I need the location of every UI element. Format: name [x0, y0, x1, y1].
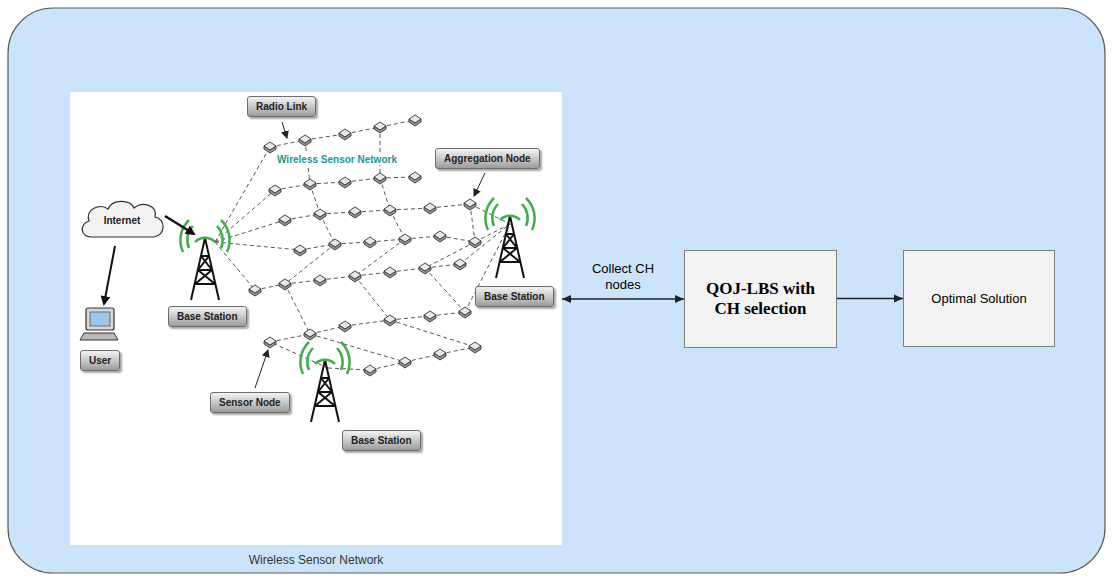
- tower-symbol: [300, 342, 349, 422]
- sensor-icon: [349, 207, 361, 218]
- node-text: Aggregation Node: [444, 153, 531, 164]
- sensor-icon: [264, 337, 276, 348]
- radio-link: [380, 127, 381, 178]
- callout-box: User: [80, 350, 120, 371]
- tower-symbol: [485, 198, 534, 278]
- outer-panel: [8, 8, 1105, 573]
- radio-link: [345, 320, 390, 326]
- node-text: Internet: [104, 215, 141, 226]
- callout-box: Aggregation Node: [435, 148, 540, 169]
- sensor-icon: [409, 115, 421, 126]
- flow-arrow: [562, 298, 684, 299]
- node-text: Sensor Node: [219, 397, 281, 408]
- sensor-icon: [279, 215, 291, 226]
- radio-link: [285, 284, 310, 334]
- sensor-icon: [299, 135, 311, 146]
- radio-link: [270, 342, 328, 368]
- callout-box: Base Station: [168, 306, 247, 327]
- callout-box: Sensor Node: [210, 392, 290, 413]
- sensor-icon: [269, 185, 281, 196]
- node-text: User: [89, 355, 111, 366]
- radio-link: [355, 276, 390, 320]
- sensor-icon: [384, 267, 396, 278]
- radio-link: [215, 190, 275, 242]
- sensor-icon: [374, 173, 386, 184]
- sensor-icon: [339, 321, 351, 332]
- radio-link: [460, 224, 510, 264]
- radio-link: [215, 242, 255, 290]
- sensor-icon: [424, 311, 436, 322]
- sensor-icon: [469, 342, 481, 353]
- sensor-icon: [419, 263, 431, 274]
- sensor-icon: [304, 329, 316, 340]
- radio-link: [470, 204, 510, 224]
- node-text: Optimal Solution: [931, 291, 1026, 306]
- sensor-icon: [454, 259, 466, 270]
- radio-link: [425, 268, 465, 312]
- internet-cloud: Internet: [78, 197, 166, 243]
- sensor-icon: [339, 177, 351, 188]
- tower-symbol: [180, 220, 229, 300]
- node-text: QOJ-LBS with CH selection: [693, 279, 828, 320]
- sensor-icon: [409, 172, 421, 183]
- sensor-icon: [459, 307, 471, 318]
- process-box: QOJ-LBS with CH selection: [684, 250, 837, 348]
- sensor-icon: [339, 129, 351, 140]
- sensor-icon: [464, 199, 476, 210]
- radio-link: [310, 334, 405, 362]
- sensor-icon: [364, 237, 376, 248]
- leader-line: [255, 350, 268, 388]
- sensor-icon: [279, 279, 291, 290]
- sensor-icon: [249, 285, 261, 296]
- sensor-icon: [384, 205, 396, 216]
- leader-line: [282, 122, 287, 138]
- sensor-icon: [329, 239, 341, 250]
- node-text: Base Station: [177, 311, 238, 322]
- sensor-icon: [349, 271, 361, 282]
- radio-link: [390, 320, 475, 347]
- node-text: Base Station: [351, 435, 412, 446]
- sensor-icon: [469, 237, 481, 248]
- sensor-icon: [314, 275, 326, 286]
- sensor-icon: [374, 122, 386, 133]
- sensor-icon: [364, 365, 376, 376]
- arrow-line: [104, 246, 115, 304]
- edge-label: Collect CH nodes: [590, 261, 656, 294]
- callout-box: Base Station: [342, 430, 421, 451]
- process-box: Optimal Solution: [903, 250, 1055, 347]
- illustration-ground: [70, 92, 562, 545]
- sensor-icon: [264, 142, 276, 153]
- sensor-icon: [314, 209, 326, 220]
- node-text: Base Station: [484, 291, 545, 302]
- sensor-icon: [384, 315, 396, 326]
- node-text: Radio Link: [256, 101, 307, 112]
- sensor-icon: [434, 349, 446, 360]
- sensor-icon: [399, 357, 411, 368]
- sensor-icon: [399, 234, 411, 245]
- sensor-icon: [294, 245, 306, 256]
- sensor-icon: [424, 203, 436, 214]
- callout-box: Radio Link: [247, 96, 316, 117]
- sensor-icon: [434, 231, 446, 242]
- leader-line: [474, 173, 485, 196]
- illustration-frame: Wireless Sensor Network Radio LinkAggrega…: [70, 92, 562, 545]
- sensor-icon: [304, 179, 316, 190]
- radio-link: [425, 242, 475, 268]
- radio-link: [215, 147, 270, 242]
- illustration-label: Wireless Sensor Network: [275, 154, 399, 165]
- radio-link: [355, 239, 405, 276]
- radio-link: [285, 244, 335, 284]
- figure-caption: Wireless Sensor Network: [70, 553, 562, 567]
- callout-box: Base Station: [475, 286, 554, 307]
- flow-arrow: [837, 298, 903, 299]
- computer-symbol: [80, 308, 118, 340]
- arrow-line: [165, 216, 194, 234]
